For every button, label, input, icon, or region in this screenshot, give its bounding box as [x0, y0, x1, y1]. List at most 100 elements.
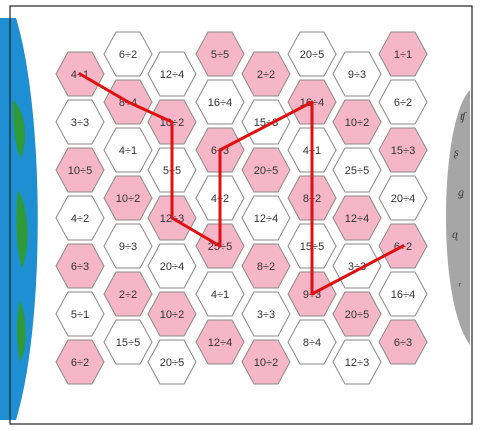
hex-cell[interactable]: 6÷3 — [55, 243, 105, 289]
board-frame — [9, 5, 473, 425]
hex-cell[interactable]: 10÷5 — [55, 147, 105, 193]
hex-cell[interactable]: 12÷3 — [332, 339, 382, 385]
hex-label: 20÷4 — [160, 261, 184, 273]
hex-label: 2÷2 — [257, 69, 275, 81]
solution-path — [78, 72, 405, 296]
hex-cell[interactable]: 8÷2 — [241, 243, 291, 289]
hex-shape — [103, 223, 153, 269]
hex-shape — [103, 319, 153, 365]
hex-cell[interactable]: 5÷5 — [195, 31, 245, 77]
hex-shape — [332, 147, 382, 193]
hex-label: 6÷2 — [394, 97, 412, 109]
moon-mark: ʳ — [458, 279, 462, 293]
hex-shape — [55, 99, 105, 145]
hex-label: 5÷5 — [211, 49, 229, 61]
hex-cell[interactable]: 1÷1 — [378, 31, 428, 77]
hex-cell[interactable]: 20÷5 — [287, 31, 337, 77]
hex-label: 5÷1 — [71, 309, 89, 321]
hex-cell[interactable]: 3÷3 — [241, 291, 291, 337]
hex-cell[interactable]: 6÷3 — [378, 319, 428, 365]
hex-label: 6÷3 — [71, 261, 89, 273]
hex-cell[interactable]: 10÷2 — [332, 99, 382, 145]
hex-cell[interactable]: 5÷1 — [55, 291, 105, 337]
hex-shape — [103, 31, 153, 77]
hex-label: 4÷1 — [211, 289, 229, 301]
hex-cell[interactable]: 4÷1 — [103, 127, 153, 173]
hex-cell[interactable]: 16÷4 — [378, 271, 428, 317]
hex-label: 20÷5 — [160, 357, 184, 369]
hex-label: 12÷4 — [254, 213, 278, 225]
hex-label: 6÷3 — [394, 337, 412, 349]
hex-label: 10÷2 — [116, 193, 140, 205]
hex-label: 3÷3 — [71, 117, 89, 129]
moon-mark: ʧ — [460, 109, 467, 123]
hex-cell[interactable]: 3÷3 — [55, 99, 105, 145]
hex-cell[interactable]: 10÷2 — [103, 175, 153, 221]
hex-label: 10÷2 — [160, 309, 184, 321]
hex-shape — [55, 291, 105, 337]
hex-cell[interactable]: 2÷2 — [241, 51, 291, 97]
hex-cell[interactable]: 6÷2 — [55, 339, 105, 385]
hex-shape — [241, 147, 291, 193]
hex-shape — [241, 195, 291, 241]
hex-cell[interactable]: 15÷3 — [378, 127, 428, 173]
hex-shape — [103, 271, 153, 317]
hex-shape — [332, 339, 382, 385]
hex-label: 12÷4 — [345, 213, 369, 225]
hex-cell[interactable]: 20÷5 — [241, 147, 291, 193]
hex-label: 15÷3 — [391, 145, 415, 157]
hex-label: 12÷4 — [160, 69, 184, 81]
hex-shape — [55, 243, 105, 289]
hex-label: 9÷3 — [119, 241, 137, 253]
hex-shape — [241, 51, 291, 97]
hex-shape — [332, 99, 382, 145]
hex-shape — [332, 195, 382, 241]
hex-cell[interactable]: 10÷2 — [241, 339, 291, 385]
hex-cell[interactable]: 9÷3 — [103, 223, 153, 269]
hex-shape — [103, 175, 153, 221]
hex-cell[interactable]: 2÷2 — [103, 271, 153, 317]
hex-label: 25÷5 — [345, 165, 369, 177]
hex-shape — [241, 243, 291, 289]
hex-cell[interactable]: 25÷5 — [332, 147, 382, 193]
hex-cell[interactable]: 20÷5 — [332, 291, 382, 337]
hex-label: 15÷5 — [116, 337, 140, 349]
hex-cell[interactable]: 20÷4 — [378, 175, 428, 221]
hex-cell[interactable]: 15÷5 — [103, 319, 153, 365]
hex-cell[interactable]: 4÷2 — [55, 195, 105, 241]
hex-cell[interactable]: 20÷4 — [147, 243, 197, 289]
hex-label: 16÷4 — [208, 97, 232, 109]
hex-cell[interactable]: 6÷2 — [103, 31, 153, 77]
hex-shape — [378, 31, 428, 77]
hex-label: 20÷5 — [300, 49, 324, 61]
hex-label: 4÷2 — [71, 213, 89, 225]
hex-shape — [147, 339, 197, 385]
hex-label: 20÷5 — [345, 309, 369, 321]
hex-cell[interactable]: 16÷4 — [195, 79, 245, 125]
hex-shape — [378, 79, 428, 125]
moon-mark: ǥ — [458, 185, 464, 199]
hex-shape — [195, 271, 245, 317]
hex-label: 6÷2 — [71, 357, 89, 369]
hex-cell[interactable]: 12÷4 — [147, 51, 197, 97]
hex-label: 20÷4 — [391, 193, 415, 205]
hex-shape — [241, 291, 291, 337]
hex-cell[interactable]: 8÷4 — [287, 319, 337, 365]
hex-cell[interactable]: 9÷3 — [332, 51, 382, 97]
hex-cell[interactable]: 6÷2 — [378, 79, 428, 125]
hex-cell[interactable]: 12÷4 — [241, 195, 291, 241]
hex-label: 9÷3 — [348, 69, 366, 81]
hex-label: 8÷4 — [303, 337, 321, 349]
hex-shape — [332, 291, 382, 337]
hex-shape — [195, 319, 245, 365]
hex-cell[interactable]: 10÷2 — [147, 291, 197, 337]
hex-cell[interactable]: 12÷4 — [195, 319, 245, 365]
hex-cell[interactable]: 12÷4 — [332, 195, 382, 241]
hex-label: 15÷3 — [254, 117, 278, 129]
hex-shape — [195, 31, 245, 77]
hex-cell[interactable]: 4÷1 — [195, 271, 245, 317]
hex-shape — [378, 271, 428, 317]
hex-cell[interactable]: 20÷5 — [147, 339, 197, 385]
